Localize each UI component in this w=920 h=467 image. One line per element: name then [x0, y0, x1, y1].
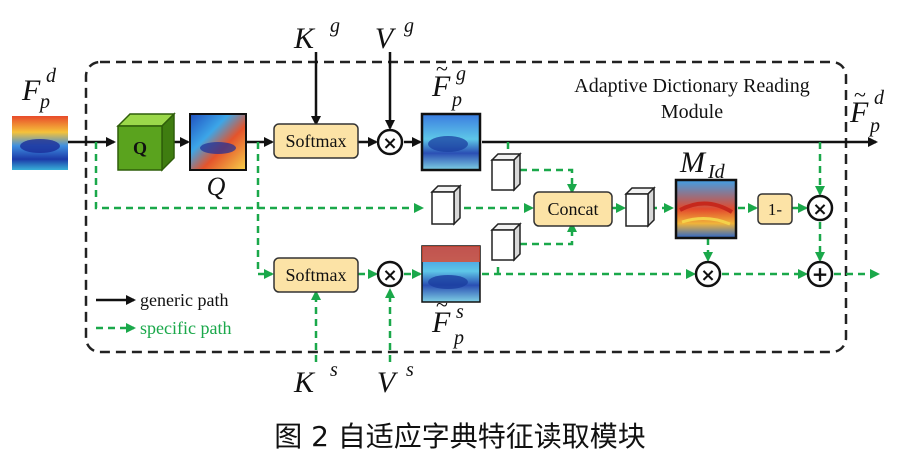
multiply-right-op	[806, 194, 834, 222]
fg-feature-map	[420, 112, 482, 172]
input-label-sup: d	[46, 65, 57, 87]
one-minus-block	[757, 193, 793, 225]
ks-sup: s	[330, 359, 338, 381]
fs-sup: s	[456, 301, 464, 323]
multiply-top-op	[376, 128, 404, 156]
input-label-F: F	[21, 74, 41, 107]
kg-label: K	[293, 22, 316, 55]
output-label-F: F	[849, 96, 869, 129]
concat-label: Concat	[548, 199, 599, 219]
one-minus-label: 1-	[768, 200, 783, 219]
fs-sub: p	[452, 327, 464, 349]
multiply-bottom-right-symbol: ×	[700, 265, 715, 286]
softmax-top-block	[273, 123, 359, 159]
output-label-sub: p	[868, 115, 880, 137]
small-cube-middle	[430, 184, 462, 226]
mid-sub: Id	[707, 161, 726, 183]
fs-feature-map	[421, 245, 481, 303]
output-label-sup: d	[874, 87, 885, 109]
input-label-sub: p	[38, 91, 50, 113]
mid-feature-map	[674, 178, 738, 240]
small-cube-upper	[490, 152, 522, 192]
generic-paths	[68, 52, 878, 147]
q-cube-label: Q	[133, 138, 147, 158]
kg-sup: g	[330, 15, 340, 37]
multiply-bottom-left-op	[376, 260, 404, 288]
specific-paths	[94, 142, 880, 362]
output-tilde: ~	[854, 82, 866, 107]
vs-label: V	[377, 366, 399, 399]
mid-label: M	[679, 146, 707, 179]
softmax-bottom-block	[273, 257, 359, 293]
add-symbol: +	[812, 262, 829, 286]
fg-sup: g	[456, 63, 466, 85]
legend: generic path specific path	[96, 290, 231, 338]
legend-specific-label: specific path	[140, 318, 231, 338]
add-op	[806, 260, 834, 288]
fg-sub: p	[450, 89, 462, 111]
vg-sup: g	[404, 15, 414, 37]
small-cube-lower	[490, 222, 522, 262]
q-cube	[116, 112, 176, 172]
small-cube-concat-out	[624, 186, 656, 228]
vs-sup: s	[406, 359, 414, 381]
ks-label: K	[293, 366, 316, 399]
fg-label: F	[431, 70, 451, 103]
softmax-top-label: Softmax	[286, 131, 347, 151]
fs-tilde: ~	[436, 292, 448, 317]
module-title-line2: Module	[661, 101, 723, 123]
input-feature-map	[12, 116, 68, 170]
fg-tilde: ~	[436, 56, 448, 81]
concat-block	[533, 191, 613, 227]
figure-caption: 图 2 自适应字典特征读取模块	[274, 420, 646, 453]
fs-label: F	[431, 306, 451, 339]
legend-generic-label: generic path	[140, 290, 228, 310]
multiply-top-symbol: ×	[382, 133, 397, 154]
multiply-bottom-right-op	[694, 260, 722, 288]
q-feature-map	[189, 113, 247, 171]
module-boundary	[84, 60, 848, 354]
multiply-bottom-left-symbol: ×	[382, 265, 397, 286]
vg-label: V	[375, 22, 397, 55]
softmax-bottom-label: Softmax	[286, 265, 347, 285]
multiply-right-symbol: ×	[812, 199, 827, 220]
module-title-line1: Adaptive Dictionary Reading	[574, 75, 810, 97]
q-label: Q	[207, 172, 226, 201]
